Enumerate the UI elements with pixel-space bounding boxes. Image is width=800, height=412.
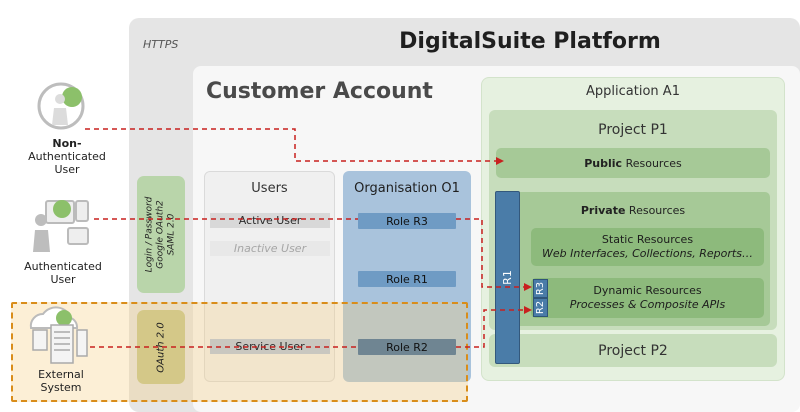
auth-user-line1: Authenticated (24, 260, 102, 273)
private-label: Private (580, 204, 626, 217)
private-resources-title: Private Resources (496, 204, 770, 217)
ext-system-line2: System (40, 381, 82, 394)
connector-role-r2-to-dynamic (456, 306, 532, 348)
role-r2-box: Role R2 (358, 339, 456, 355)
project-p1-title: Project P1 (598, 122, 668, 138)
connector-public-access (85, 128, 504, 165)
dynamic-resources-subtitle: Processes & Composite APIs (569, 298, 726, 311)
inactive-user-box: Inactive User (210, 241, 330, 256)
r1-bar (495, 191, 520, 364)
static-resources-title: Static Resources (601, 233, 694, 246)
organisation-title: Organisation O1 (354, 181, 460, 196)
https-label: HTTPS (143, 38, 179, 51)
role-r1-box: Role R1 (358, 271, 456, 287)
public-label: Public (584, 156, 623, 170)
external-system-icon (29, 306, 88, 364)
r2-chip: R2 (533, 298, 548, 317)
public-resources-box: Public Resources (496, 148, 770, 178)
auth-user-line2: User (50, 273, 76, 286)
users-title: Users (251, 181, 288, 196)
static-resources-subtitle: Web Interfaces, Collections, Reports… (542, 247, 753, 260)
non-authenticated-user-label: Non- Authenticated User (22, 137, 112, 176)
connector-role-r3-to-dynamic (456, 218, 532, 291)
static-resources-box: Static Resources Web Interfaces, Collect… (531, 228, 764, 266)
public-resources-label: Resources (622, 156, 682, 170)
project-p2-box: Project P2 (489, 334, 777, 367)
authenticated-user-icon (33, 200, 89, 252)
non-authenticated-user-icon (37, 82, 85, 130)
non-auth-bold: Non- (52, 137, 82, 150)
external-system-label: External System (16, 368, 106, 394)
r3-chip: R3 (533, 279, 548, 298)
dynamic-resources-box: Dynamic Resources Processes & Composite … (531, 278, 764, 318)
authenticated-user-label: Authenticated User (18, 260, 108, 286)
active-user-box: Active User (210, 213, 330, 228)
customer-account-title: Customer Account (206, 79, 433, 104)
role-r3-box: Role R3 (358, 213, 456, 229)
non-auth-line3: User (54, 163, 80, 176)
auth-methods-box (137, 176, 185, 293)
ext-system-line1: External (38, 368, 84, 381)
application-a1-title: Application A1 (586, 84, 680, 99)
non-auth-line2: Authenticated (28, 150, 106, 163)
private-resources-label: Resources (625, 204, 686, 217)
platform-title: DigitalSuite Platform (399, 29, 661, 54)
dynamic-resources-title: Dynamic Resources (593, 284, 702, 297)
